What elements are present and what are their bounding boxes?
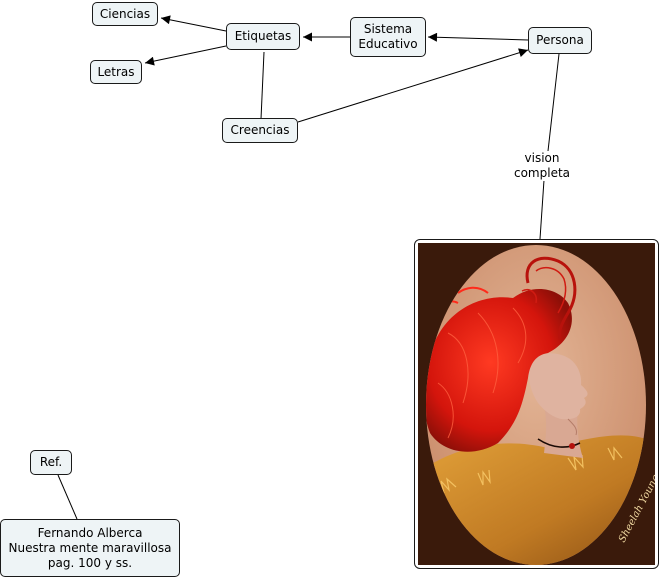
- node-etiquetas[interactable]: Etiquetas: [226, 23, 300, 50]
- necklace: [537, 438, 581, 448]
- node-letras[interactable]: Letras: [90, 60, 142, 84]
- link-persona-label: [547, 53, 560, 152]
- fur-collar: [426, 435, 646, 565]
- portrait-image-node[interactable]: Sheelah Young: [414, 239, 659, 569]
- link-persona-sistema: [427, 32, 529, 42]
- face-profile: [528, 353, 588, 420]
- feather-plume: [525, 256, 577, 340]
- node-sistema-educativo[interactable]: Sistema Educativo: [350, 17, 426, 57]
- link-etiquetas-ciencias: [160, 15, 227, 32]
- portrait-image: Sheelah Young: [418, 243, 655, 565]
- link-ref-reference: [57, 474, 78, 520]
- node-creencias[interactable]: Creencias: [222, 118, 298, 143]
- link-etiquetas-letras: [144, 45, 227, 66]
- node-ref[interactable]: Ref.: [30, 450, 72, 475]
- node-ciencias[interactable]: Ciencias: [92, 2, 158, 26]
- link-etiquetas-creencias: [260, 51, 265, 120]
- node-reference[interactable]: Fernando Alberca Nuestra mente maravillo…: [0, 519, 180, 577]
- link-creencias-persona: [297, 48, 529, 123]
- link-label-vision-completa: vision completa: [508, 151, 576, 181]
- node-persona[interactable]: Persona: [528, 27, 592, 54]
- link-label-image: [539, 179, 545, 240]
